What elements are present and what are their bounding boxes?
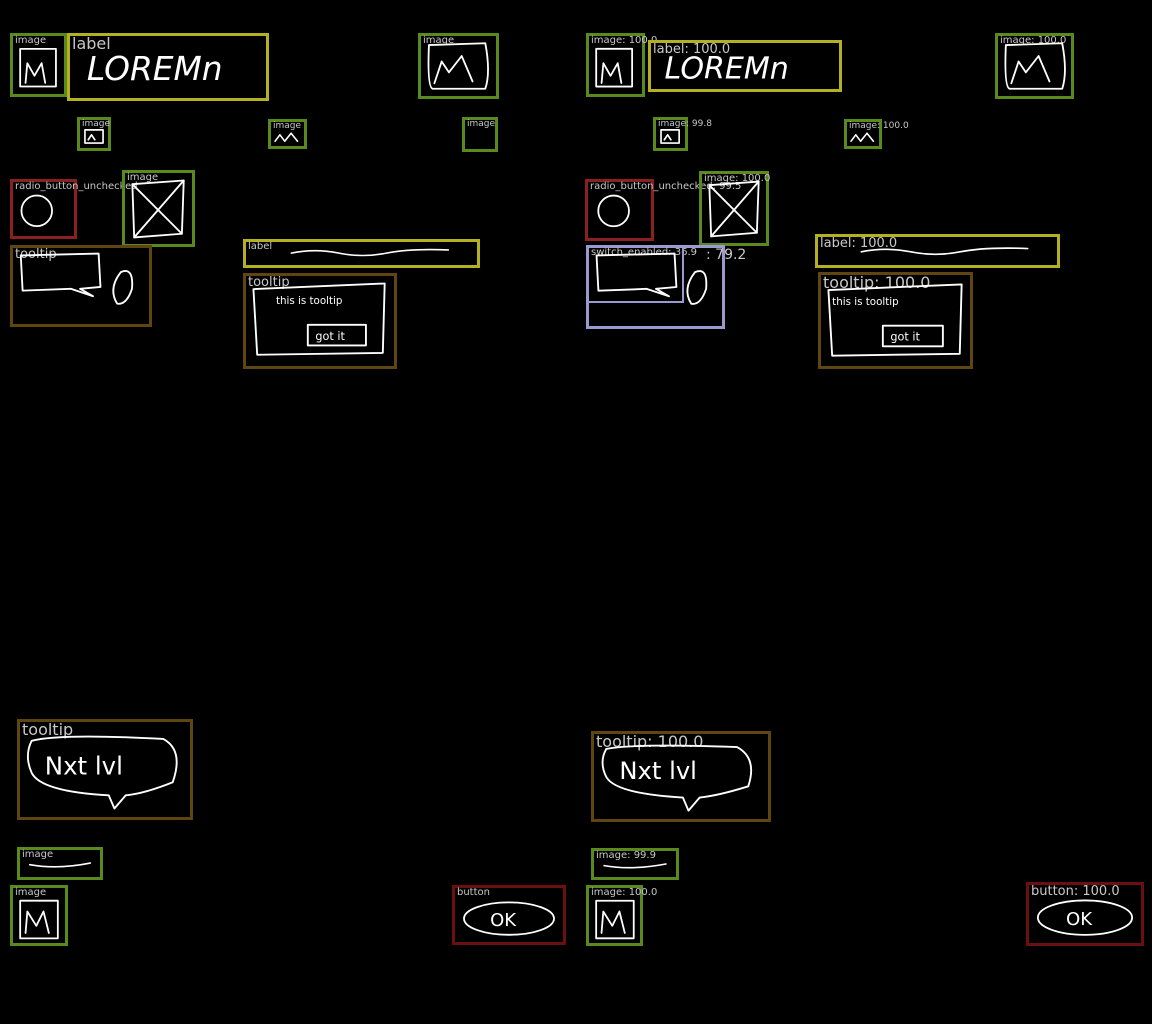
right-label-1-label: label: 100.0	[653, 42, 731, 57]
right-switch-score-extra: : 79.2	[706, 247, 747, 263]
right-image-6: image: 100.0	[699, 171, 771, 246]
left-image-5: image	[462, 117, 498, 152]
right-radio-1-label: radio_button_unchecked: 99.5	[590, 181, 742, 192]
right-image-4: image: 100.0	[844, 119, 909, 149]
image-sketch-icon	[595, 899, 635, 940]
right-image-1: image: 100.0	[586, 33, 657, 97]
image-sketch-icon	[603, 863, 667, 869]
image-sketch-icon	[274, 132, 299, 142]
right-button-1-label: button: 100.0	[1031, 884, 1120, 899]
image-sketch-icon	[1004, 42, 1066, 90]
lorem-sketch: LOREMn	[665, 51, 789, 86]
left-label-1-label: label	[72, 34, 111, 53]
left-image-7-label: image	[22, 849, 54, 860]
left-image-8: image	[10, 885, 68, 946]
right-image-7-label: image: 99.9	[596, 850, 656, 861]
left-label-1: label LOREMn	[67, 33, 269, 101]
image-sketch-icon	[19, 48, 57, 88]
svg-text:Nxt lvl: Nxt lvl	[45, 752, 123, 781]
right-image-6-label: image: 100.0	[704, 173, 771, 184]
image-sketch-icon	[19, 899, 59, 940]
image-sketch-icon	[850, 132, 875, 142]
right-image-7: image: 99.9	[591, 848, 679, 880]
right-image-2: image: 100.0	[995, 33, 1074, 99]
left-tooltip-3-label: tooltip	[22, 720, 74, 739]
right-image-3-label: image: 99.8	[658, 119, 712, 129]
right-image-3: image: 99.8	[653, 117, 712, 151]
left-image-2: image	[418, 33, 499, 99]
right-switch-1-label: switch_enabled: 36.9	[591, 247, 697, 258]
left-image-4: image	[268, 119, 307, 149]
scribble-line	[290, 248, 450, 257]
left-image-2-label: image	[423, 35, 455, 46]
svg-text:got it: got it	[890, 331, 920, 344]
left-button-1[interactable]: button OK	[452, 885, 566, 945]
right-button-1[interactable]: button: 100.0 OK	[1026, 882, 1144, 946]
svg-text:OK: OK	[490, 910, 517, 931]
ok-button-sketch: OK	[1036, 899, 1134, 936]
svg-text:LOREMn: LOREMn	[665, 51, 789, 86]
image-placeholder-icon	[131, 179, 185, 239]
tooltip-card-sketch: this is tooltip got it	[252, 282, 386, 356]
svg-text:Nxt lvl: Nxt lvl	[619, 756, 697, 785]
left-tooltip-2-label: tooltip	[248, 275, 290, 290]
left-image-6-label: image	[127, 172, 159, 183]
left-tooltip-1: tooltip	[10, 245, 152, 327]
right-label-1: label: 100.0 LOREMn	[648, 40, 842, 92]
left-image-3-label: image	[82, 119, 111, 129]
left-image-5-label: image	[467, 119, 496, 129]
left-image-6: image	[122, 170, 195, 247]
right-switch-inner-box	[586, 245, 684, 303]
image-sketch-icon	[427, 42, 489, 90]
svg-text:this is tooltip: this is tooltip	[832, 296, 899, 308]
right-label-2: label: 100.0	[815, 234, 1060, 268]
left-radio-1-label: radio_button_unchecked	[15, 181, 138, 192]
ok-button-sketch: OK	[463, 901, 555, 936]
left-tooltip-3: tooltip Nxt lvl	[17, 719, 193, 820]
svg-text:LOREMn: LOREMn	[87, 50, 223, 88]
right-label-2-label: label: 100.0	[820, 236, 898, 251]
left-image-4-label: image	[273, 121, 302, 131]
speech-bubble-sketch: Nxt lvl	[26, 735, 178, 810]
right-tooltip-3: tooltip: 100.0 Nxt lvl	[591, 731, 771, 822]
image-sketch-icon	[84, 129, 104, 144]
svg-text:got it: got it	[315, 330, 345, 343]
right-image-4-label: image: 100.0	[849, 121, 909, 131]
left-image-1: image	[10, 33, 67, 97]
radio-circle-icon	[20, 194, 53, 227]
right-image-8: image: 100.0	[586, 885, 657, 946]
left-tooltip-2: tooltip this is tooltip got it	[243, 273, 397, 369]
svg-text:this is tooltip: this is tooltip	[276, 295, 343, 307]
lorem-sketch: LOREMn	[87, 50, 223, 88]
right-image-2-label: image: 100.0	[1000, 35, 1067, 46]
left-image-7: image	[17, 847, 103, 880]
tooltip-bubble-sketch	[19, 252, 134, 305]
left-image-8-label: image	[15, 887, 47, 898]
svg-text:OK: OK	[1066, 909, 1093, 930]
image-placeholder-icon	[708, 180, 760, 238]
left-button-1-label: button	[457, 887, 490, 898]
tooltip-bubble-sketch	[595, 252, 708, 305]
image-sketch-icon	[28, 862, 92, 868]
left-image-3: image	[77, 117, 111, 151]
image-sketch-icon	[660, 129, 680, 144]
radio-circle-icon	[597, 194, 630, 228]
left-label-2: label	[243, 239, 480, 268]
tooltip-card-sketch: this is tooltip got it	[827, 283, 963, 357]
scribble-line	[860, 247, 1029, 256]
right-radio-unchecked-1: radio_button_unchecked: 99.5	[585, 179, 741, 241]
left-radio-unchecked-1: radio_button_unchecked	[10, 179, 138, 239]
speech-bubble-sketch: Nxt lvl	[601, 744, 752, 812]
image-sketch-icon	[595, 47, 634, 88]
left-image-1-label: image	[15, 35, 47, 46]
left-label-2-label: label	[248, 241, 273, 252]
right-image-8-label: image: 100.0	[591, 887, 658, 898]
right-image-1-label: image: 100.0	[591, 35, 658, 46]
